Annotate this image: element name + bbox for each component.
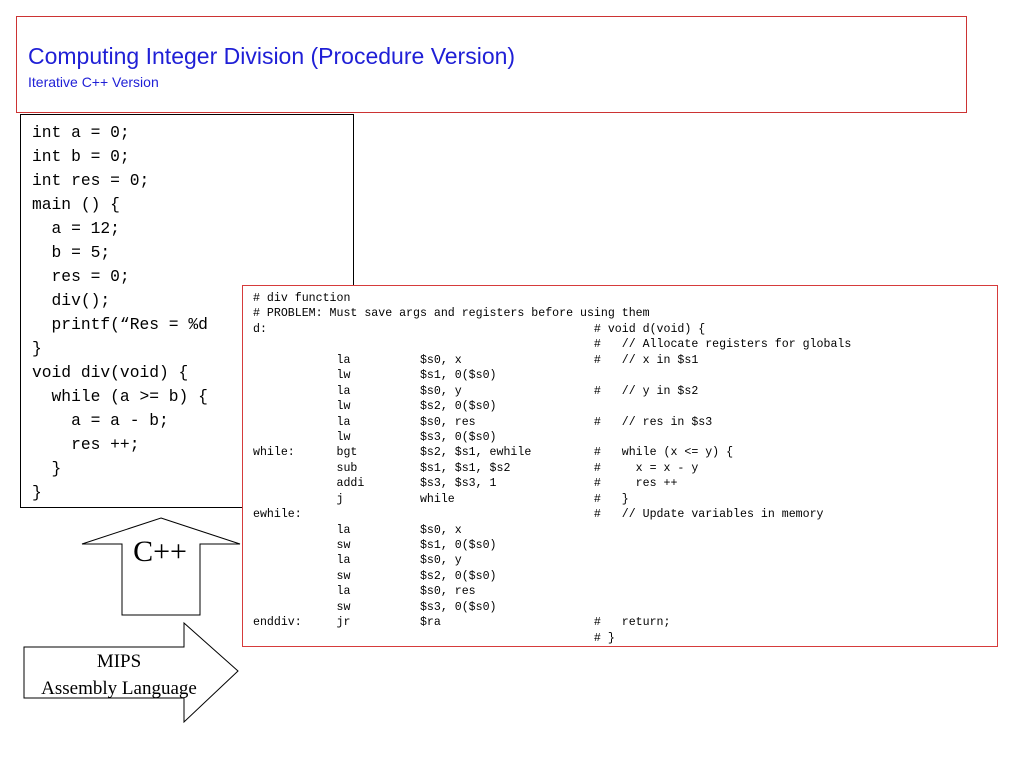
mips-code: # div function # PROBLEM: Must save args …	[253, 291, 851, 646]
cpp-code-line: a = a - b;	[32, 411, 169, 430]
mips-arrow-label-line2: Assembly Language	[41, 678, 197, 699]
cpp-code: int a = 0; int b = 0; int res = 0; main () …	[32, 121, 208, 505]
cpp-code-line: }	[32, 339, 42, 358]
mips-code-line: while: bgt $s2, $s1, ewhile # while (x <…	[253, 446, 734, 460]
cpp-code-line: void div(void) {	[32, 363, 189, 382]
mips-code-line: enddiv: jr $ra # return;	[253, 616, 671, 630]
mips-code-line: la $s0, x	[253, 523, 462, 537]
mips-code-line: # }	[253, 631, 615, 645]
cpp-code-line: }	[32, 459, 62, 478]
cpp-code-line: main () {	[32, 195, 120, 214]
slide-title: Computing Integer Division (Procedure Ve…	[28, 43, 516, 69]
mips-code-line: lw $s3, 0($s0)	[253, 430, 497, 444]
cpp-code-line: while (a >= b) {	[32, 387, 208, 406]
cpp-code-line: b = 5;	[32, 243, 111, 262]
mips-code-line: # // Allocate registers for globals	[253, 338, 852, 352]
mips-code-line: sw $s2, 0($s0)	[253, 569, 497, 583]
mips-code-line: ewhile: # // Update variables in memory	[253, 508, 824, 522]
cpp-code-line: }	[32, 483, 42, 502]
mips-code-line: j while # }	[253, 492, 629, 506]
mips-code-line: d: # void d(void) {	[253, 322, 706, 336]
cpp-up-arrow	[81, 517, 241, 616]
mips-code-line: addi $s3, $s3, 1 # res ++	[253, 477, 678, 491]
mips-code-line: sw $s3, 0($s0)	[253, 600, 497, 614]
cpp-code-line: res = 0;	[32, 267, 130, 286]
mips-code-line: # PROBLEM: Must save args and registers …	[253, 307, 650, 321]
mips-code-line: la $s0, x # // x in $s1	[253, 353, 699, 367]
mips-code-line: la $s0, res # // res in $s3	[253, 415, 713, 429]
mips-right-arrow	[23, 621, 239, 724]
mips-code-line: la $s0, y	[253, 554, 462, 568]
cpp-code-line: div();	[32, 291, 111, 310]
cpp-code-line: a = 12;	[32, 219, 120, 238]
mips-code-line: # div function	[253, 292, 351, 305]
cpp-code-line: printf(“Res = %d	[32, 315, 208, 334]
cpp-code-line: int b = 0;	[32, 147, 130, 166]
mips-code-line: lw $s1, 0($s0)	[253, 369, 497, 383]
mips-code-line: sw $s1, 0($s0)	[253, 539, 497, 552]
mips-code-line: lw $s2, 0($s0)	[253, 400, 497, 414]
mips-code-box: # div function # PROBLEM: Must save args …	[242, 285, 998, 647]
mips-code-line: sub $s1, $s1, $s2 # x = x - y	[253, 461, 699, 475]
mips-arrow-label-line1: MIPS	[96, 651, 142, 672]
mips-code-line: la $s0, res	[253, 585, 476, 599]
cpp-code-line: int a = 0;	[32, 123, 130, 142]
mips-code-line: la $s0, y # // y in $s2	[253, 384, 699, 398]
cpp-code-line: int res = 0;	[32, 171, 150, 190]
slide-subtitle: Iterative C++ Version	[28, 74, 159, 90]
cpp-arrow-label: C++	[133, 535, 187, 568]
title-box: Computing Integer Division (Procedure Ve…	[16, 16, 967, 113]
cpp-code-line: res ++;	[32, 435, 140, 454]
